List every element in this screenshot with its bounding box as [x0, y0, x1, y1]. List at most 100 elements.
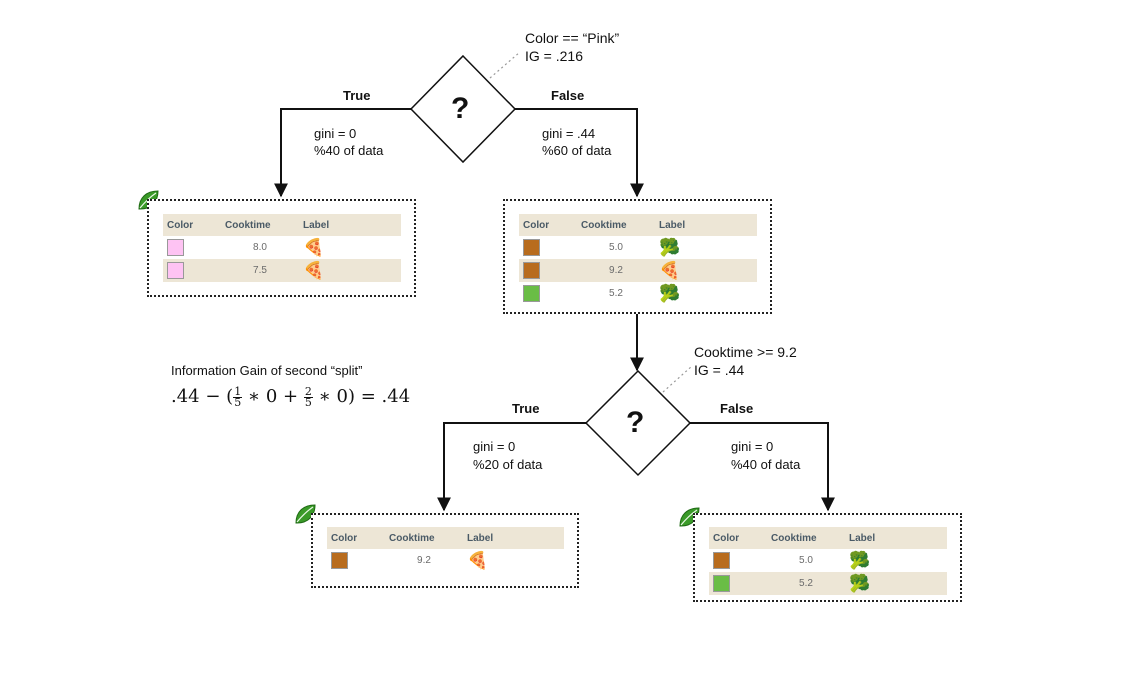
pizza-icon: 🍕 [659, 260, 681, 280]
root-condition: Color == “Pink” [525, 30, 620, 46]
table-row: 5.0 🥦 [709, 549, 947, 572]
pizza-icon: 🍕 [467, 550, 489, 570]
split2-false-pct: %40 of data [731, 457, 801, 472]
cooktime-cell: 9.2 [417, 555, 431, 566]
color-swatch [713, 552, 730, 569]
table-row: 7.5🍕 [163, 259, 401, 282]
broccoli-icon: 🥦 [849, 550, 871, 570]
table-header-row: Color Cooktime Label [519, 214, 757, 236]
root-false-gini: gini = .44 [542, 126, 596, 141]
column-header-color: Color [709, 527, 767, 549]
broccoli-icon: 🥦 [659, 283, 681, 303]
root-false-box: Color Cooktime Label 5.0 🥦9.2🍕 5.2 🥦 [503, 199, 772, 314]
color-cell [709, 549, 767, 572]
label-cell: 🥦 [845, 572, 947, 595]
cooktime-cell: 5.0 [799, 555, 813, 566]
split2-false-label: False [720, 401, 754, 416]
table-header-row: Color Cooktime Label [709, 527, 947, 549]
color-swatch [523, 239, 540, 256]
column-header-label: Label [299, 214, 401, 236]
eq-tail: ∗ 0) = .44 [312, 386, 411, 407]
root-true-edge [274, 108, 411, 198]
root-callout-line [489, 51, 521, 79]
column-header-color: Color [163, 214, 221, 236]
color-cell [163, 259, 221, 282]
color-swatch [713, 575, 730, 592]
eq-mid: ∗ 0 + [242, 386, 304, 407]
table-header-row: Color Cooktime Label [327, 527, 564, 549]
split2-callout-line [662, 365, 693, 393]
label-cell: 🥦 [655, 282, 757, 305]
split2-true-label: True [512, 401, 540, 416]
column-header-color: Color [519, 214, 577, 236]
leaf-icon [679, 507, 700, 527]
label-cell: 🍕 [655, 259, 757, 282]
column-header-cooktime: Cooktime [767, 527, 845, 549]
root-ig: IG = .216 [525, 48, 583, 64]
column-header-cooktime: Cooktime [577, 214, 655, 236]
color-cell [519, 259, 577, 282]
color-cell [163, 236, 221, 259]
cooktime-cell: 7.5 [221, 259, 299, 282]
table-header-row: Color Cooktime Label [163, 214, 401, 236]
root-true-leaf-box: Color Cooktime Label 8.0 🍕7.5🍕 [147, 199, 416, 297]
label-cell: 🥦 [845, 549, 947, 572]
column-header-cooktime: Cooktime [385, 527, 463, 549]
split2-true-leaf-box: Color Cooktime Label 9.2 🍕 [311, 513, 579, 588]
broccoli-icon: 🥦 [659, 237, 681, 257]
split2-true-gini: gini = 0 [473, 439, 516, 454]
root-decision-node [409, 54, 517, 164]
pizza-icon: 🍕 [303, 237, 325, 257]
color-cell [519, 282, 577, 305]
label-cell: 🍕 [299, 236, 401, 259]
cooktime-cell: 8.0 [253, 242, 267, 253]
label-cell: 🥦 [655, 236, 757, 259]
split2-false-table: Color Cooktime Label 5.0 🥦5.2🥦 [709, 527, 947, 595]
root-false-edge [515, 108, 644, 198]
split2-decision-node [584, 369, 692, 477]
cooktime-cell: 5.2 [609, 288, 623, 299]
split2-true-edge [437, 422, 586, 512]
column-header-label: Label [845, 527, 947, 549]
root-true-gini: gini = 0 [314, 126, 357, 141]
pizza-icon: 🍕 [303, 260, 325, 280]
split2-ig: IG = .44 [694, 362, 745, 378]
split2-true-pct: %20 of data [473, 457, 543, 472]
color-swatch [523, 262, 540, 279]
info-gain-title: Information Gain of second “split” [171, 363, 363, 378]
root-true-table: Color Cooktime Label 8.0 🍕7.5🍕 [163, 214, 401, 282]
color-swatch [167, 262, 184, 279]
label-cell: 🍕 [463, 549, 564, 572]
cooktime-cell: 5.2 [767, 572, 845, 595]
table-row: 8.0 🍕 [163, 236, 401, 259]
color-cell [519, 236, 577, 259]
broccoli-icon: 🥦 [849, 573, 871, 593]
split2-false-leaf-box: Color Cooktime Label 5.0 🥦5.2🥦 [693, 513, 962, 602]
table-row: 5.2🥦 [709, 572, 947, 595]
root-question-mark: ? [451, 92, 470, 125]
split2-condition: Cooktime >= 9.2 [694, 344, 797, 360]
split2-true-table: Color Cooktime Label 9.2 🍕 [327, 527, 564, 572]
root-false-table: Color Cooktime Label 5.0 🥦9.2🍕 5.2 🥦 [519, 214, 757, 305]
split2-question-mark: ? [626, 406, 645, 439]
eq-lead: .44 − ( [171, 386, 234, 407]
split2-false-edge [690, 422, 835, 512]
leaf-icon [295, 504, 316, 524]
root-true-pct: %40 of data [314, 143, 384, 158]
label-cell: 🍕 [299, 259, 401, 282]
column-header-label: Label [655, 214, 757, 236]
color-swatch [167, 239, 184, 256]
table-row: 9.2 🍕 [327, 549, 564, 572]
split2-false-gini: gini = 0 [731, 439, 774, 454]
root-false-pct: %60 of data [542, 143, 612, 158]
cooktime-cell: 5.0 [609, 242, 623, 253]
color-swatch [523, 285, 540, 302]
cooktime-cell: 9.2 [577, 259, 655, 282]
column-header-label: Label [463, 527, 564, 549]
column-header-cooktime: Cooktime [221, 214, 299, 236]
column-header-color: Color [327, 527, 385, 549]
